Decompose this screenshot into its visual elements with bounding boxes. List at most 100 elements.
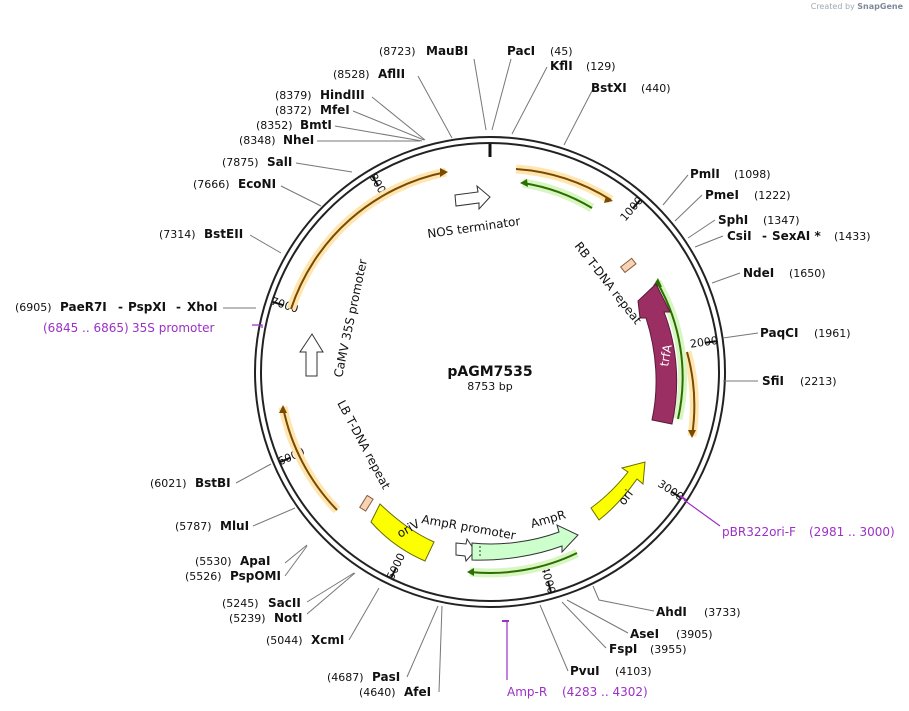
feature-arc-camv — [290, 171, 447, 310]
callout-line — [711, 272, 741, 284]
site-pos: (1098) — [734, 168, 771, 181]
site-name-pmli: PmlI — [690, 167, 720, 181]
tick-mark — [371, 175, 380, 187]
callout-line — [539, 604, 569, 672]
site-name-fspi: FspI — [609, 642, 637, 656]
callout-line — [235, 463, 272, 484]
callout-line — [694, 235, 724, 248]
site-name-bsteii: BstEII — [204, 227, 243, 241]
callout-line — [417, 75, 453, 139]
tick-mark — [631, 199, 641, 210]
site-name-paqci: PaqCI — [760, 326, 798, 340]
site-name-paci: PacI — [507, 44, 535, 58]
site-sep: - — [176, 300, 181, 314]
tick-label: 1000 — [618, 194, 646, 224]
enzyme-labels-right: PacI (45) KflI (129) BstXI (440) PmlI (1… — [507, 44, 895, 699]
site-name-apai: ApaI — [240, 554, 270, 568]
feature-arc-green — [522, 182, 593, 209]
primer-pbr322-tick — [679, 495, 687, 501]
snapgene-logo: SnapGene — [857, 2, 903, 11]
site-name-xhoi: XhoI — [187, 300, 218, 314]
site-name-paer7i: PaeR7I — [60, 300, 107, 314]
backbone-inner-ring — [260, 142, 720, 602]
callout-line — [371, 96, 426, 141]
credit-prefix: Created by — [810, 2, 855, 11]
site-pos: (8723) — [379, 45, 416, 58]
feature-label-camv: CaMV 35S promoter — [331, 258, 370, 379]
site-pos: (5530) — [195, 555, 232, 568]
plasmid-center: pAGM7535 8753 bp — [447, 364, 532, 393]
site-name-asei: AseI — [630, 627, 659, 641]
callout-line — [406, 605, 439, 678]
site-pos: (5526) — [185, 570, 222, 583]
callout-line — [348, 587, 380, 641]
site-name-mfei: MfeI — [320, 103, 350, 117]
site-name-afei: AfeI — [404, 685, 431, 699]
callout-line — [563, 88, 594, 146]
tick-mark — [704, 340, 717, 344]
primer-ampr-range: (4283 .. 4302) — [562, 685, 648, 699]
backbone — [254, 136, 726, 608]
site-sep: - — [118, 300, 123, 314]
feature-arc-right-green — [656, 281, 684, 420]
feature-arc-top — [515, 168, 612, 201]
site-name-pspxi: PspXI — [128, 300, 166, 314]
site-name-aflii: AflII — [378, 67, 405, 81]
site-name-sacii: SacII — [268, 596, 301, 610]
enzyme-labels-left: (8723) MauBI (8528) AflII (8379) HindIII… — [15, 44, 468, 699]
site-pos: (8348) — [239, 134, 276, 147]
site-name-csii: CsiI — [727, 229, 752, 243]
site-pos: (440) — [641, 82, 671, 95]
site-name-bstbi: BstBI — [195, 476, 231, 490]
site-name-pspomi: PspOMI — [230, 569, 281, 583]
arrowhead — [688, 430, 696, 438]
site-pos: (8352) — [256, 119, 293, 132]
site-pos: (7875) — [222, 156, 259, 169]
oriv-arrow — [370, 503, 435, 562]
site-name-sexai: SexAI * — [772, 229, 821, 243]
rb-repeat-box — [619, 257, 637, 274]
callout-line — [511, 66, 548, 135]
tick-mark — [670, 490, 681, 499]
site-pos: (5239) — [229, 612, 266, 625]
ori-arrow — [590, 461, 646, 521]
site-name-ndei: NdeI — [743, 266, 774, 280]
site-pos: (3905) — [676, 628, 713, 641]
site-pos: (5044) — [266, 634, 303, 647]
site-name-ahdi: AhdI — [656, 605, 687, 619]
backbone-outer-ring — [254, 136, 726, 608]
callout-lines — [223, 58, 759, 693]
site-pos: (8372) — [275, 104, 312, 117]
site-pos: (1433) — [834, 230, 871, 243]
callout-line — [249, 234, 282, 254]
feature-arc-right — [686, 351, 696, 437]
site-name-pmei: PmeI — [705, 188, 739, 202]
site-pos: (6905) — [15, 301, 52, 314]
site-pos: (1650) — [789, 267, 826, 280]
tick-mark — [390, 567, 397, 578]
feature-label-amppro: AmpR promoter — [420, 512, 516, 542]
primer-35s-line — [252, 324, 263, 328]
site-sep: - — [762, 229, 767, 243]
primer-marks — [252, 324, 721, 680]
site-pos: (1347) — [763, 214, 800, 227]
callout-line — [284, 545, 308, 577]
plasmid-name: pAGM7535 — [447, 364, 532, 380]
callout-line — [438, 605, 443, 693]
site-pos: (1222) — [754, 189, 791, 202]
tick-mark — [546, 580, 552, 592]
ampr-promoter-arrow — [455, 537, 476, 563]
callout-line — [306, 572, 355, 603]
arrowhead — [440, 168, 448, 177]
callout-line — [334, 125, 423, 142]
site-pos: (8528) — [333, 68, 370, 81]
site-pos: (4640) — [359, 686, 396, 699]
feature-arc-lb — [282, 406, 338, 511]
site-name-pvui: PvuI — [570, 664, 600, 678]
site-pos: (5787) — [175, 520, 212, 533]
site-name-mlui: MluI — [220, 519, 249, 533]
site-pos: (1961) — [814, 327, 851, 340]
tick-label: 5000 — [384, 551, 408, 582]
callout-line — [687, 219, 716, 239]
tick-mark — [272, 300, 284, 307]
